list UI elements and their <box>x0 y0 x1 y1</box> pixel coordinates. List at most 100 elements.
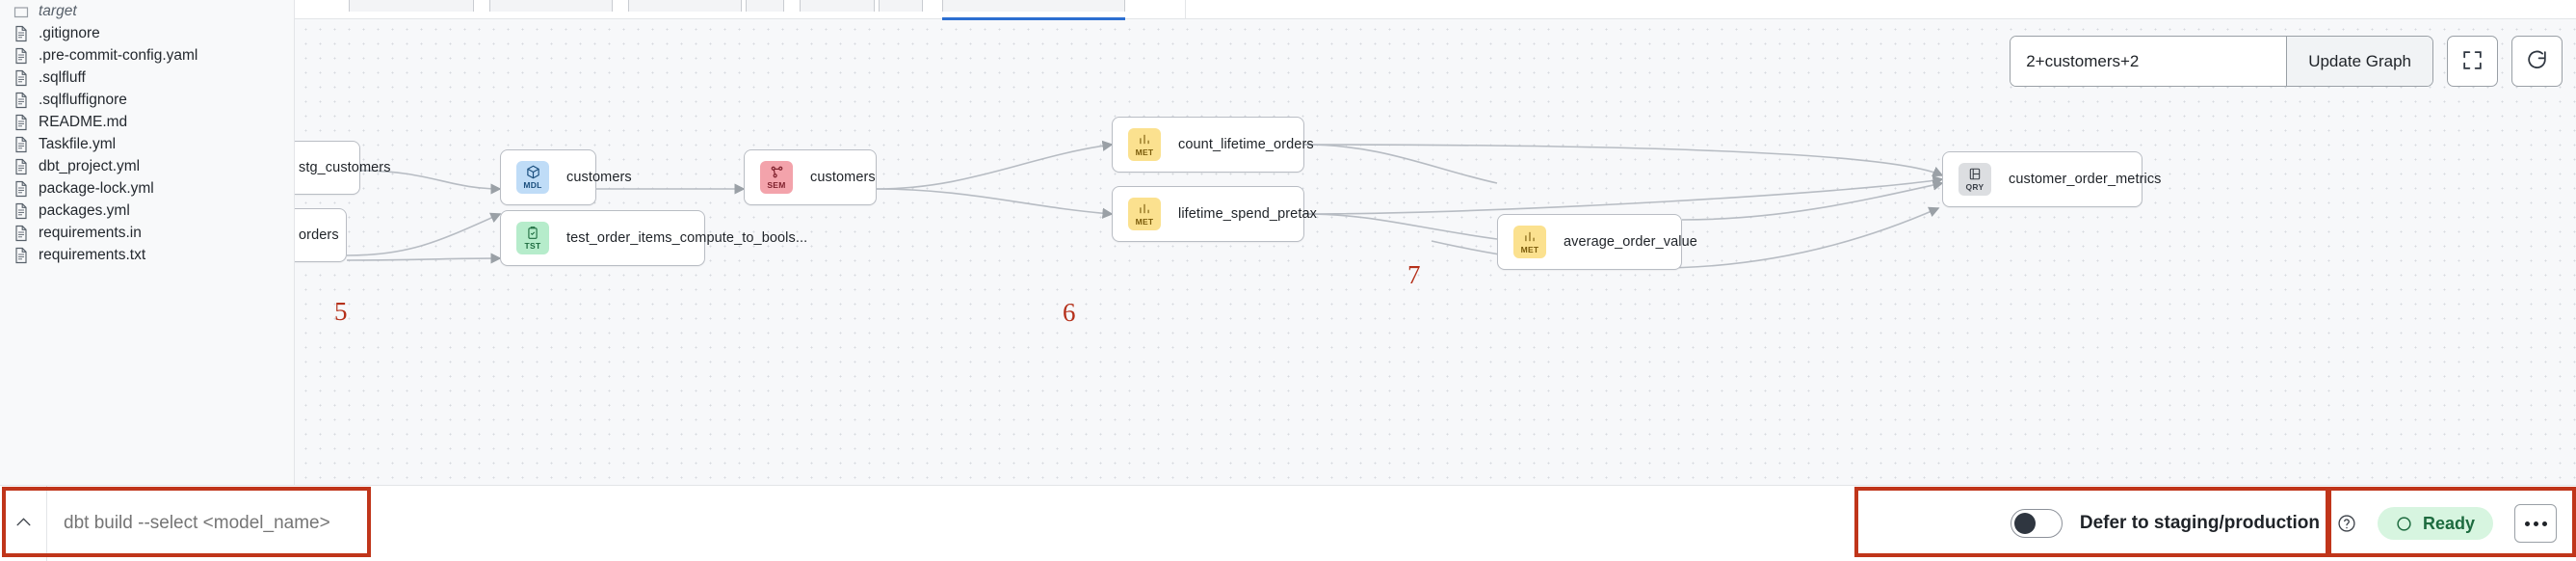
tst-badge-icon: TST <box>516 222 549 254</box>
update-graph-button[interactable]: Update Graph <box>2286 37 2432 86</box>
annotation-number-5: 5 <box>334 297 348 326</box>
graph-node-test-order-items[interactable]: TST test_order_items_compute_to_bools... <box>500 210 807 266</box>
status-label: Ready <box>2422 513 2475 533</box>
file-name: .pre-commit-config.yaml <box>39 46 198 64</box>
file-row[interactable]: README.md <box>0 111 294 133</box>
file-row[interactable]: Taskfile.yml <box>0 133 294 155</box>
node-label: customers <box>810 170 876 185</box>
met-badge-icon: MET <box>1513 226 1546 258</box>
editor-tab-4-close[interactable] <box>879 0 923 12</box>
file-icon <box>13 247 29 264</box>
editor-tab-5[interactable] <box>942 0 1125 12</box>
node-label: average_order_value <box>1564 234 1697 250</box>
file-icon <box>13 180 29 198</box>
qry-badge-icon: QRY <box>1958 163 1991 196</box>
file-row[interactable]: .pre-commit-config.yaml <box>0 44 294 67</box>
file-icon <box>13 47 29 65</box>
badge-text: SEM <box>767 180 786 191</box>
annotation-number-7: 7 <box>1407 260 1421 289</box>
file-row[interactable]: requirements.txt <box>0 244 294 266</box>
help-circle-icon[interactable] <box>2337 514 2356 533</box>
file-name: requirements.in <box>39 224 142 241</box>
file-name: packages.yml <box>39 201 130 219</box>
file-name: README.md <box>39 113 128 130</box>
file-icon <box>13 69 29 87</box>
file-row[interactable]: dbt_project.yml <box>0 155 294 177</box>
file-icon <box>13 225 29 242</box>
folder-icon <box>13 3 29 20</box>
file-row[interactable]: .sqlfluff <box>0 67 294 89</box>
lineage-graph-canvas[interactable]: stg_customers orders MDL customers TST t… <box>295 0 2576 485</box>
graph-node-customer-order-metrics[interactable]: QRY customer_order_metrics <box>1942 151 2161 207</box>
badge-text: MDL <box>523 180 542 191</box>
editor-tab-2[interactable] <box>489 0 613 12</box>
dbt-command-input[interactable] <box>47 513 336 534</box>
annotation-number-6: 6 <box>1063 298 1076 327</box>
circle-icon <box>2396 516 2412 532</box>
node-label: count_lifetime_orders <box>1178 137 1314 152</box>
node-label: customers <box>566 170 632 185</box>
file-row[interactable]: packages.yml <box>0 200 294 222</box>
file-row[interactable]: .sqlfluffignore <box>0 89 294 111</box>
graph-node-lifetime-spend-pretax[interactable]: MET lifetime_spend_pretax <box>1112 186 1317 242</box>
file-icon <box>13 114 29 131</box>
file-name: .sqlfluff <box>39 68 86 86</box>
graph-selector-group: Update Graph <box>2010 36 2433 87</box>
file-row[interactable]: .gitignore <box>0 22 294 44</box>
file-name: requirements.txt <box>39 246 146 263</box>
file-name: dbt_project.yml <box>39 157 141 174</box>
fullscreen-icon <box>2460 48 2484 75</box>
badge-text: QRY <box>1965 182 1985 193</box>
refresh-icon <box>2525 48 2549 75</box>
bottom-status-bar: Defer to staging/production Ready <box>0 485 2576 561</box>
node-label: orders <box>299 227 339 243</box>
node-label: test_order_items_compute_to_bools... <box>566 230 808 246</box>
file-row[interactable]: package-lock.yml <box>0 177 294 200</box>
file-row[interactable]: requirements.in <box>0 222 294 244</box>
file-name: Taskfile.yml <box>39 135 117 152</box>
editor-tab-3[interactable] <box>628 0 742 12</box>
node-label: customer_order_metrics <box>2009 172 2162 187</box>
file-name: target <box>39 2 77 19</box>
editor-tab-1[interactable] <box>349 0 474 12</box>
status-badge[interactable]: Ready <box>2377 507 2493 540</box>
graph-node-average-order-value[interactable]: MET average_order_value <box>1497 214 1697 270</box>
file-row[interactable]: target <box>0 0 294 22</box>
file-icon <box>13 25 29 42</box>
badge-text: MET <box>1135 217 1154 227</box>
file-icon <box>13 158 29 175</box>
badge-text: MET <box>1520 245 1539 255</box>
file-explorer: target .gitignore .pre-commit-config.yaml.… <box>0 0 295 485</box>
fullscreen-button[interactable] <box>2447 36 2498 87</box>
met-badge-icon: MET <box>1128 198 1161 230</box>
defer-label: Defer to staging/production <box>2079 513 2320 533</box>
bottom-right-controls: Defer to staging/production Ready <box>2010 504 2576 543</box>
overflow-menu-button[interactable] <box>2514 504 2557 543</box>
file-icon <box>13 136 29 153</box>
file-name: package-lock.yml <box>39 179 154 197</box>
badge-text: TST <box>524 241 541 252</box>
editor-tab-4[interactable] <box>800 0 875 12</box>
file-name: .gitignore <box>39 24 100 41</box>
met-badge-icon: MET <box>1128 128 1161 161</box>
editor-tab-3-close[interactable] <box>746 0 784 12</box>
graph-node-stg-customers[interactable]: stg_customers <box>295 141 390 195</box>
graph-toolbar: Update Graph <box>2010 36 2563 87</box>
chevron-up-icon <box>14 513 33 534</box>
defer-toggle[interactable] <box>2010 509 2063 538</box>
defer-toggle-group[interactable]: Defer to staging/production <box>2010 509 2356 538</box>
refresh-button[interactable] <box>2511 36 2563 87</box>
badge-text: MET <box>1135 147 1154 158</box>
file-icon <box>13 202 29 220</box>
graph-selector-input[interactable] <box>2011 37 2287 86</box>
collapse-panel-button[interactable] <box>0 485 47 561</box>
tabstrip-divider <box>1185 0 1186 19</box>
graph-node-orders[interactable]: orders <box>295 208 347 262</box>
sem-badge-icon: SEM <box>760 161 793 194</box>
file-list: target .gitignore .pre-commit-config.yaml.… <box>0 0 294 266</box>
graph-node-customers-model[interactable]: MDL customers <box>500 149 632 205</box>
graph-node-count-lifetime-orders[interactable]: MET count_lifetime_orders <box>1112 117 1314 173</box>
graph-node-customers-semantic[interactable]: SEM customers <box>744 149 877 205</box>
file-icon <box>13 92 29 109</box>
